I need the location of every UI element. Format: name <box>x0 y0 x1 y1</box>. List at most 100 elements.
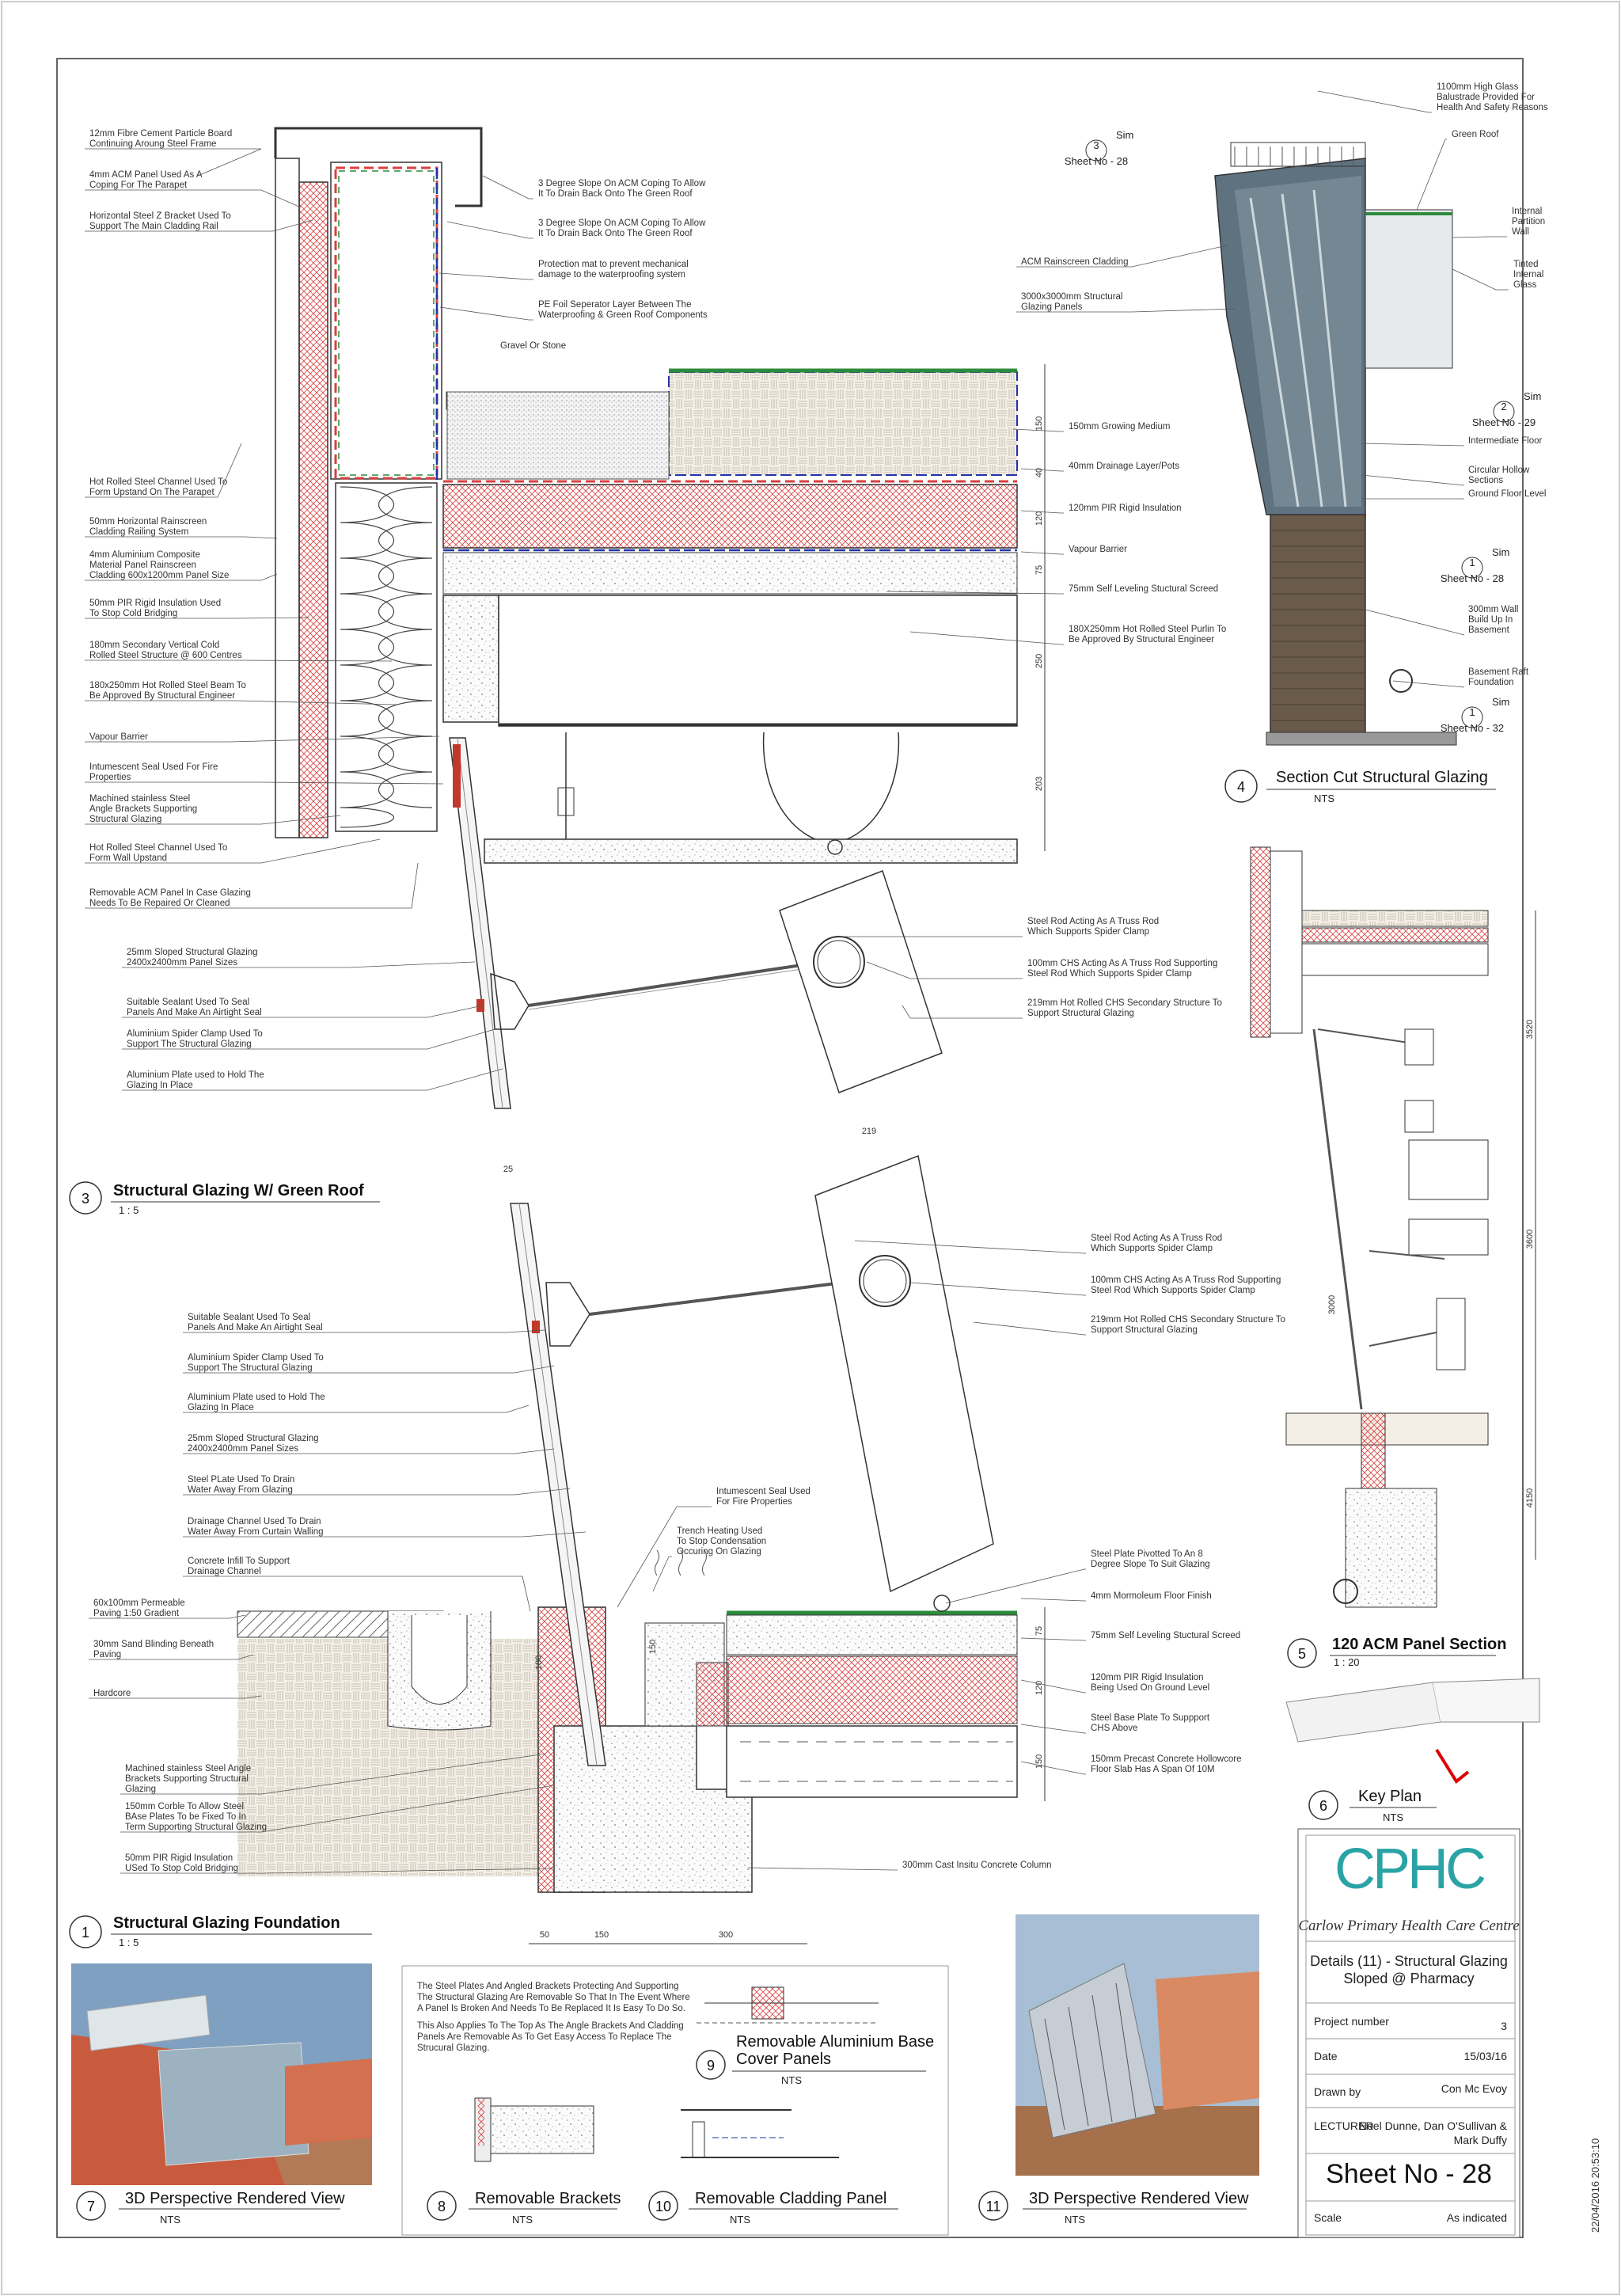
detail-number: 4 <box>1237 779 1245 795</box>
detail-title: Key Plan <box>1358 1788 1422 1805</box>
project-number: 3 <box>1501 2020 1507 2032</box>
leader-line <box>1012 428 1064 432</box>
leader-line <box>482 175 533 200</box>
detail-number: 1 <box>82 1925 89 1941</box>
annotation-label: 100mm CHS Acting As A Truss Rod Supporti… <box>1091 1275 1281 1295</box>
leader-line <box>120 1785 555 1833</box>
leader-line <box>1361 443 1465 447</box>
dim-label: 75 <box>1034 1626 1044 1636</box>
detail-6-drawing <box>1285 1678 1540 1784</box>
lecturer-label: LECTURER <box>1314 2119 1373 2132</box>
leader-line <box>945 1568 1086 1604</box>
leader-line <box>866 961 1023 979</box>
detail-6-title: 6 Key Plan NTS <box>1308 1788 1437 1823</box>
leader-line <box>1020 510 1064 514</box>
leader-line <box>1016 245 1228 268</box>
ref-sim: Sim <box>1492 546 1509 558</box>
ref-number: 2 <box>1501 401 1506 412</box>
ref-sheet: Sheet No - 32 <box>1441 722 1504 734</box>
annotation-label: 120mm PIR Rigid Insulation <box>1069 504 1182 513</box>
annotation-label: Gravel Or Stone <box>500 341 566 351</box>
leader-line <box>886 591 1064 595</box>
leader-line <box>85 815 341 825</box>
annotation-label: Vapour Barrier <box>1069 545 1127 554</box>
leader-line <box>902 1005 1023 1019</box>
leader-line <box>89 1614 246 1619</box>
leader-line <box>85 862 419 909</box>
ref-number: 3 <box>1093 139 1099 151</box>
detail-scale: NTS <box>1314 793 1334 804</box>
leader-line <box>1416 139 1447 211</box>
date: 15/03/16 <box>1464 2050 1508 2062</box>
leader-line <box>1020 1761 1086 1775</box>
detail-3-title: 3 Structural Glazing W/ Green Roof 1 : 5 <box>69 1181 380 1216</box>
detail-8-drawing <box>474 2097 594 2162</box>
detail-4-drawing <box>1214 142 1457 746</box>
detail-7-render <box>71 1963 372 2185</box>
detail-9-drawing <box>697 1986 879 2024</box>
dim-label: 150 <box>1034 416 1044 431</box>
detail-title: Removable Brackets <box>475 2190 621 2207</box>
dim-label: 180 <box>534 1655 544 1670</box>
leader-line <box>120 1868 555 1874</box>
detail-number: 10 <box>655 2199 671 2214</box>
leader-line <box>1452 236 1507 238</box>
annotation-label: Ground Floor Level <box>1468 489 1546 499</box>
leader-line <box>183 1448 555 1454</box>
leader-line <box>122 1028 495 1050</box>
leader-line <box>183 1329 545 1333</box>
annotation-label: Hardcore <box>93 1689 131 1698</box>
leader-line <box>183 1488 571 1496</box>
detail-scale: NTS <box>781 2074 802 2086</box>
detail-scale: NTS <box>512 2214 533 2226</box>
detail-title: 3D Perspective Rendered View <box>1029 2190 1249 2207</box>
note-line: Panels Are Removable As To Get Easy Acce… <box>417 2032 672 2042</box>
project-number-label: Project number <box>1314 2015 1389 2028</box>
dim-label: 50 <box>540 1930 549 1940</box>
leader-line <box>85 443 242 498</box>
leader-line <box>85 781 444 785</box>
leader-line <box>1016 308 1236 313</box>
detail-4-title: 4 Section Cut Structural Glazing NTS <box>1224 769 1496 804</box>
sheet-number: Sheet No - 28 <box>1326 2159 1492 2189</box>
annotation-label: Intermediate Floor <box>1468 436 1542 446</box>
ref-sim: Sim <box>1116 129 1133 141</box>
ref-number: 1 <box>1469 557 1475 568</box>
dim-label: 150 <box>648 1640 658 1654</box>
scale: As indicated <box>1447 2211 1507 2224</box>
leader-line <box>85 660 393 662</box>
note-line: This Also Applies To The Top As The Angl… <box>417 2021 684 2031</box>
leader-line <box>120 1753 547 1795</box>
leader-line <box>85 536 278 539</box>
note-line: A Panel Is Broken And Needs To Be Replac… <box>417 2004 685 2013</box>
detail-5-title: 5 120 ACM Panel Section 1 : 20 <box>1287 1636 1506 1668</box>
ref-number: 1 <box>1469 706 1475 718</box>
dim-label: 219 <box>862 1127 876 1136</box>
leader-line <box>973 1321 1086 1336</box>
detail-11-title: 11 3D Perspective Rendered View NTS <box>978 2190 1249 2226</box>
annotation-label: 75mm Self Leveling Stuctural Screed <box>1069 584 1218 594</box>
detail-10-drawing <box>681 2109 839 2158</box>
annotation-label: 4mm Mormoleum Floor Finish <box>1091 1591 1212 1601</box>
scale-label: Scale <box>1314 2211 1342 2224</box>
leader-line <box>183 1576 531 1612</box>
